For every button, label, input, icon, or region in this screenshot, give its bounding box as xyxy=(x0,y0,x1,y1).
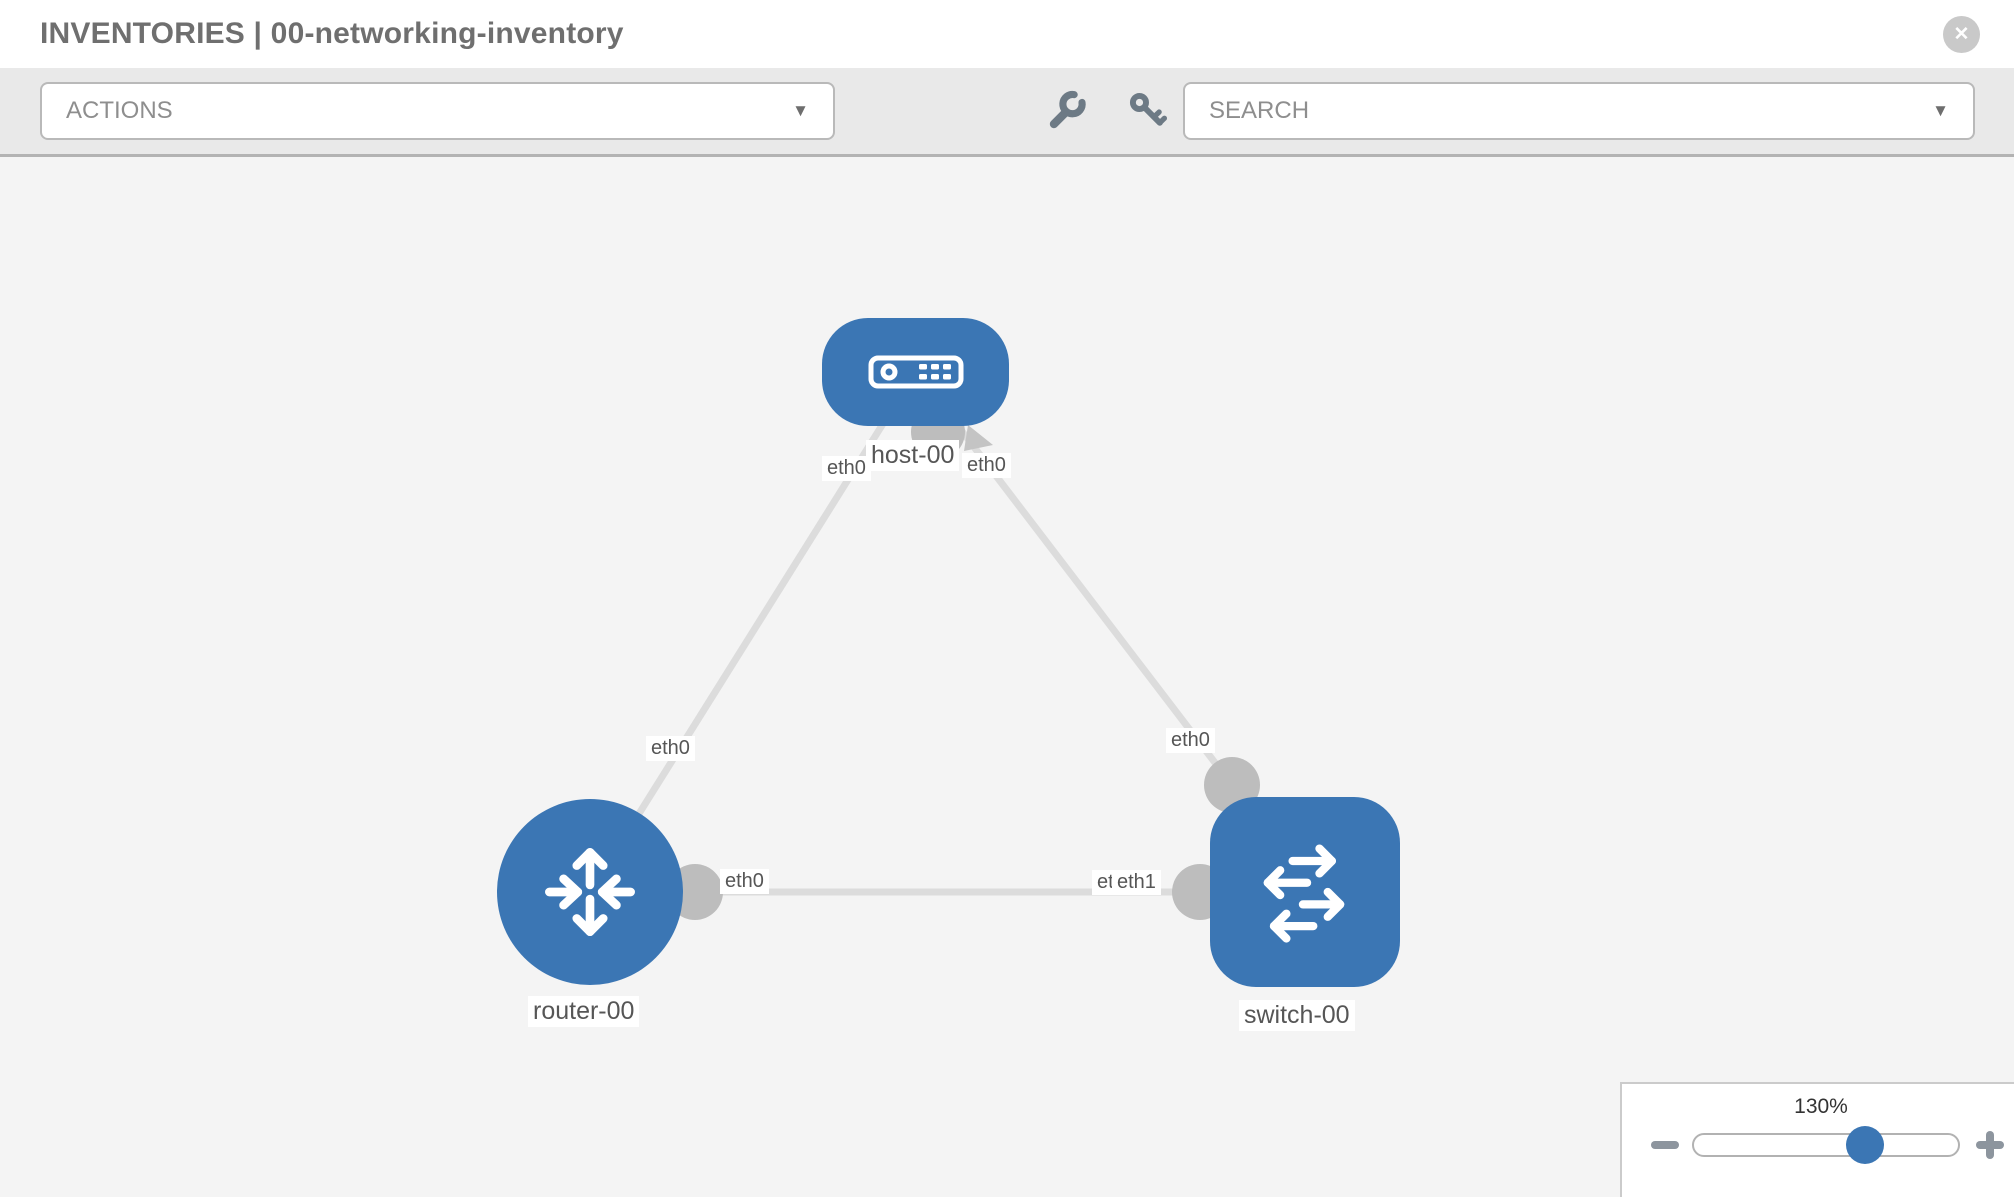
interface-label: eth0 xyxy=(646,736,695,761)
actions-dropdown[interactable]: ACTIONS ▼ xyxy=(40,82,835,140)
page-title: INVENTORIES | 00-networking-inventory xyxy=(40,17,624,50)
wrench-icon xyxy=(1049,90,1086,129)
zoom-slider-track[interactable] xyxy=(1692,1133,1960,1157)
node-host-00[interactable] xyxy=(822,318,1009,426)
key-icon xyxy=(1129,92,1168,126)
zoom-control-panel: 130% xyxy=(1620,1082,2014,1197)
caret-down-icon: ▼ xyxy=(792,101,809,120)
interface-label: eth1 xyxy=(1112,870,1161,895)
node-router-00[interactable] xyxy=(497,799,683,985)
zoom-out-button[interactable] xyxy=(1650,1130,1680,1160)
interface-label: eth0 xyxy=(1166,728,1215,753)
node-label-switch: switch-00 xyxy=(1239,1000,1355,1031)
interface-label: eth0 xyxy=(822,456,871,481)
caret-down-icon: ▼ xyxy=(1932,101,1949,120)
search-dropdown[interactable]: SEARCH ▼ xyxy=(1183,82,1975,140)
node-switch-00[interactable] xyxy=(1210,797,1400,987)
zoom-level-value: 130% xyxy=(1794,1095,1848,1118)
router-icon xyxy=(545,848,635,936)
close-icon: ✕ xyxy=(1953,23,1970,45)
configure-button[interactable] xyxy=(1045,88,1089,134)
node-label-router: router-00 xyxy=(528,996,640,1027)
close-button[interactable]: ✕ xyxy=(1943,15,1980,53)
toolbar: ACTIONS ▼ SEARCH ▼ xyxy=(0,68,2014,157)
panel-header: INVENTORIES | 00-networking-inventory ✕ xyxy=(0,0,2014,68)
interface-label: eth0 xyxy=(962,453,1011,478)
link-arrowhead xyxy=(964,425,993,451)
zoom-slider-thumb[interactable] xyxy=(1846,1126,1884,1164)
plus-icon xyxy=(1986,1131,1994,1159)
host-icon xyxy=(868,355,963,389)
node-label-host: host-00 xyxy=(866,440,960,471)
actions-dropdown-label: ACTIONS xyxy=(66,97,173,124)
minus-icon xyxy=(1651,1141,1679,1149)
links-layer xyxy=(587,368,1260,920)
credentials-button[interactable] xyxy=(1127,88,1169,134)
zoom-in-button[interactable] xyxy=(1975,1130,2005,1160)
topology-canvas[interactable]: host-00 router-00 switch-00 eth0 eth0 et… xyxy=(0,157,2014,1197)
switch-icon xyxy=(1263,844,1345,943)
search-dropdown-label: SEARCH xyxy=(1209,97,1310,124)
interface-label: eth0 xyxy=(720,869,769,894)
